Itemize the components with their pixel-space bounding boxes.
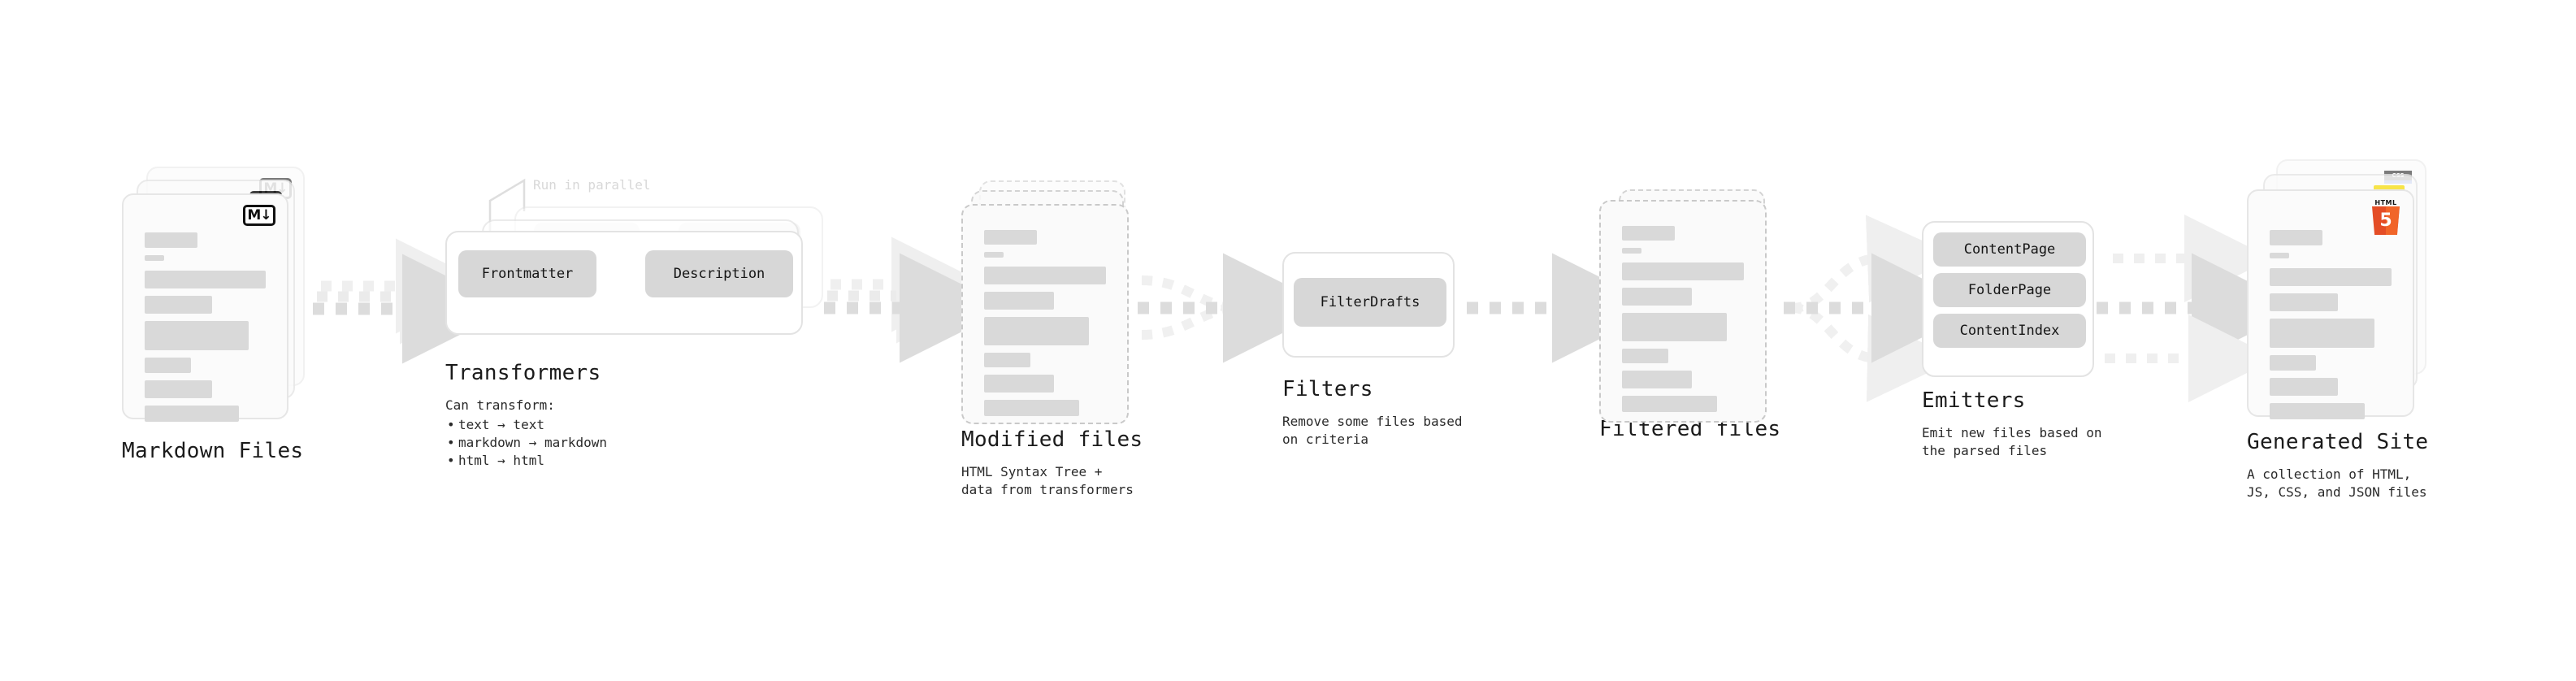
- placeholder-line: [984, 252, 1004, 258]
- placeholder-line: [984, 375, 1054, 393]
- placeholder-line: [145, 380, 213, 398]
- emitter-card[interactable]: ContentPage FolderPage ContentIndex: [1922, 221, 2094, 377]
- arrow-markdown-to-transformers: [313, 238, 512, 364]
- stage-title-filters: Filters: [1282, 377, 1373, 401]
- placeholder-line: [1622, 226, 1675, 241]
- placeholder-line: [984, 400, 1079, 416]
- transformers-group[interactable]: Run in parallel Frontmatter Description: [445, 177, 835, 343]
- arrow-filtered-to-emitters: [1784, 215, 1981, 402]
- placeholder-line: [2270, 378, 2338, 396]
- modified-doc-front[interactable]: [961, 204, 1129, 424]
- placeholder-line: [145, 255, 164, 261]
- placeholder-line: [145, 232, 197, 248]
- generated-site-subtitle: A collection of HTML, JS, CSS, and JSON …: [2247, 466, 2427, 500]
- doc-placeholder-lines: [2270, 230, 2392, 427]
- arrow-emitters-to-site: [2097, 215, 2301, 402]
- placeholder-line: [2270, 293, 2338, 311]
- filtered-doc-front[interactable]: [1599, 200, 1767, 423]
- placeholder-line: [1622, 371, 1692, 388]
- placeholder-line: [145, 296, 213, 314]
- placeholder-line: [1622, 248, 1641, 254]
- stage-markdown-files: M↓ M↓ M↓ Markdown Files: [122, 167, 317, 463]
- chip-filterdrafts[interactable]: FilterDrafts: [1294, 278, 1446, 327]
- markdown-doc-front[interactable]: M↓: [122, 193, 288, 422]
- list-item: text → text: [445, 416, 835, 434]
- placeholder-line: [145, 358, 191, 373]
- placeholder-line: [145, 271, 266, 288]
- doc-placeholder-lines: [984, 230, 1106, 423]
- placeholder-line: [1622, 349, 1668, 363]
- placeholder-line: [984, 292, 1054, 310]
- placeholder-line: [2270, 319, 2374, 348]
- markdown-file-stack[interactable]: M↓ M↓ M↓: [122, 167, 317, 423]
- html5-wordmark: HTML: [2374, 199, 2397, 206]
- filter-card[interactable]: FilterDrafts: [1282, 252, 1455, 358]
- doc-placeholder-lines: [145, 232, 266, 429]
- stage-filtered-files: Filtered files: [1599, 189, 1786, 441]
- placeholder-line: [984, 267, 1106, 284]
- stage-title-transformers: Transformers: [445, 361, 601, 385]
- transformers-subtitle-intro: Can transform:: [445, 397, 555, 413]
- placeholder-line: [984, 230, 1037, 245]
- chip-folderpage[interactable]: FolderPage: [1933, 273, 2086, 307]
- filters-group[interactable]: FilterDrafts: [1282, 252, 1461, 359]
- arrow-modified-to-filters: [1138, 253, 1333, 363]
- emitters-group[interactable]: ContentPage FolderPage ContentIndex: [1922, 221, 2109, 380]
- markdown-badge-icon: M↓: [243, 205, 275, 226]
- placeholder-line: [984, 353, 1030, 367]
- placeholder-line: [1622, 313, 1727, 341]
- stage-filters: FilterDrafts Filters Remove some files b…: [1282, 252, 1463, 449]
- site-doc-html[interactable]: HTML 5: [2247, 189, 2414, 419]
- modified-file-stack[interactable]: [961, 180, 1148, 424]
- html5-badge-icon: HTML 5: [2370, 199, 2401, 235]
- chip-contentpage[interactable]: ContentPage: [1933, 232, 2086, 267]
- placeholder-line: [2270, 355, 2316, 371]
- run-in-parallel-label: Run in parallel: [533, 177, 651, 193]
- arrow-transformers-to-modified: [824, 236, 1009, 363]
- chip-description[interactable]: Description: [645, 250, 793, 297]
- modified-files-subtitle: HTML Syntax Tree + data from transformer…: [961, 464, 1134, 497]
- placeholder-line: [1622, 288, 1692, 306]
- chip-frontmatter[interactable]: Frontmatter: [458, 250, 596, 297]
- stage-title-modified-files: Modified files: [961, 427, 1143, 452]
- emitters-subtitle: Emit new files based on the parsed files: [1922, 425, 2102, 458]
- stage-title-emitters: Emitters: [1922, 388, 2026, 413]
- generated-site-stack[interactable]: CSS HTML 5: [2247, 159, 2442, 423]
- placeholder-line: [984, 317, 1089, 345]
- placeholder-line: [1622, 262, 1744, 280]
- stage-transformers: Run in parallel Frontmatter Description …: [445, 177, 835, 470]
- transformer-card-front[interactable]: Frontmatter Description: [445, 231, 803, 335]
- stage-modified-files: Modified files HTML Syntax Tree + data f…: [961, 180, 1148, 499]
- stage-title-generated-site: Generated Site: [2247, 430, 2429, 454]
- doc-placeholder-lines: [1622, 226, 1744, 419]
- list-item: html → html: [445, 452, 835, 470]
- placeholder-line: [145, 406, 240, 422]
- placeholder-line: [2270, 230, 2322, 245]
- stage-title-markdown-files: Markdown Files: [122, 439, 304, 463]
- stage-generated-site: CSS HTML 5: [2247, 159, 2442, 501]
- placeholder-line: [1622, 396, 1717, 412]
- filtered-file-stack[interactable]: [1599, 189, 1786, 423]
- stage-emitters: ContentPage FolderPage ContentIndex Emit…: [1922, 221, 2109, 460]
- placeholder-line: [2270, 403, 2365, 419]
- placeholder-line: [2270, 253, 2289, 258]
- transformers-transform-list: text → text markdown → markdown html → h…: [445, 416, 835, 470]
- html5-shield: 5: [2372, 206, 2400, 235]
- placeholder-line: [145, 321, 249, 350]
- placeholder-line: [2270, 268, 2392, 286]
- list-item: markdown → markdown: [445, 434, 835, 452]
- filters-subtitle: Remove some files based on criteria: [1282, 414, 1463, 447]
- html5-number: 5: [2379, 210, 2392, 231]
- chip-contentindex[interactable]: ContentIndex: [1933, 314, 2086, 348]
